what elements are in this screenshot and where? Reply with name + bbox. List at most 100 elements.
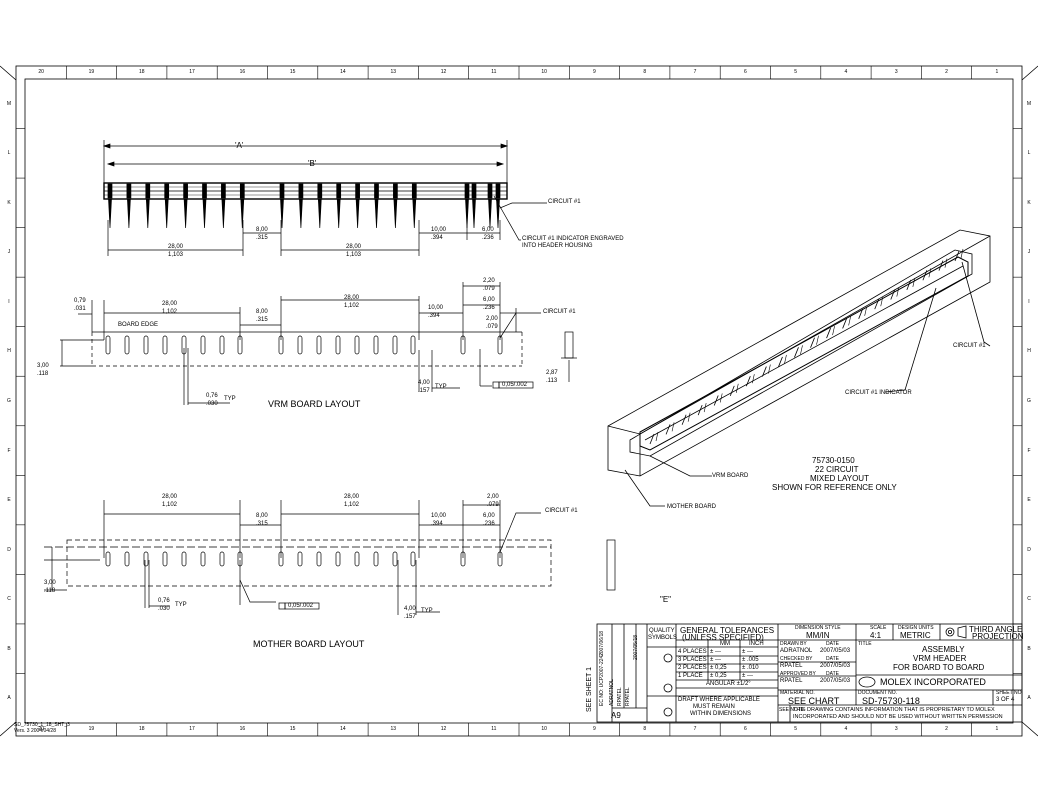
zone-label: 10	[541, 69, 547, 75]
iso-pin	[864, 306, 867, 316]
tb-proprietary1: THIS DRAWING CONTAINS INFORMATION THAT I…	[793, 707, 995, 713]
header-pin	[145, 183, 151, 199]
tb-places2: 2 PLACES	[678, 665, 707, 671]
header-pin	[374, 183, 379, 199]
mb-pitch2-in: 1,102	[344, 502, 360, 508]
top-space-mm: 10,00	[431, 227, 447, 233]
iso-pin	[938, 260, 944, 271]
zone-label: F	[7, 447, 11, 454]
mb-400-mm: 4,00	[404, 606, 416, 612]
tb-title-label: TITLE	[858, 641, 872, 647]
vrm-600-in: .236	[483, 305, 495, 311]
tb-general-tol: GENERAL TOLERANCES	[680, 626, 775, 635]
vrm-gap-in: .315	[256, 317, 268, 323]
vrm-400-in: .157	[418, 388, 430, 394]
zone-label: 1	[995, 69, 999, 75]
iso-pin	[713, 395, 719, 406]
header-pin-tail	[496, 198, 500, 229]
iso-vrm-board: VRM BOARD	[712, 473, 749, 479]
zone-label: 1	[995, 726, 999, 732]
zone-label: M	[6, 100, 12, 107]
tb-scale-label: SCALE	[870, 625, 887, 631]
zone-label: A	[1027, 695, 1031, 702]
tb-title1: ASSEMBLY	[922, 645, 965, 654]
zone-label: 8	[643, 726, 647, 732]
iso-pin	[928, 268, 932, 278]
zone-label: 19	[88, 726, 95, 732]
top-view-header	[102, 140, 547, 256]
vrm-slot	[335, 335, 341, 355]
zone-label: K	[7, 199, 11, 206]
header-pin	[126, 183, 132, 199]
header-pin	[495, 183, 501, 199]
vrm-300-mm: 3,00	[37, 363, 49, 369]
tb-sheet: 3 OF 4	[996, 697, 1015, 703]
tb-tol2-in: ± .010	[742, 665, 759, 671]
vrm-circuit1: CIRCUIT #1	[543, 309, 576, 315]
title-block	[596, 623, 1023, 723]
zone-label: D	[7, 546, 11, 553]
tb-sheet-label: SHEET NO.	[996, 690, 1023, 696]
mb-slot	[335, 551, 341, 567]
mb-pitch1-mm: 28,00	[162, 494, 178, 500]
mb-600-in: .236	[483, 521, 495, 527]
mb-slot	[143, 551, 149, 567]
iso-pin	[954, 250, 960, 262]
vrm-tolerance: 0,05/.002	[502, 382, 528, 388]
tb-drawn-date: 2007/05/03	[820, 648, 851, 654]
tb-approved-by: RPATEL	[780, 678, 803, 684]
mb-pitch1-in: 1,102	[162, 502, 178, 508]
vrm-typ-1: TYP	[224, 396, 236, 402]
vrm-slot	[162, 335, 168, 355]
tb-doc-label: DOCUMENT NO.	[858, 690, 898, 696]
iso-pin	[960, 248, 964, 259]
tb-title2: VRM HEADER	[913, 654, 967, 663]
iso-pin	[752, 374, 755, 384]
zone-label: 9	[593, 726, 596, 732]
header-pin-tail	[488, 198, 492, 229]
mb-typ-2: TYP	[421, 608, 433, 614]
tb-tol3-in: ± .005	[742, 657, 759, 663]
header-pin	[164, 183, 170, 199]
top-gap-in: .315	[256, 235, 268, 241]
vrm-600-mm: 6,00	[483, 297, 495, 303]
tb-company: MOLEX INCORPORATED	[880, 677, 986, 687]
mb-slot	[392, 551, 398, 567]
header-pin	[298, 183, 304, 199]
iso-part-number: 75730-0150	[812, 456, 855, 465]
header-pin	[183, 183, 188, 199]
zone-label: E	[1027, 497, 1031, 504]
tb-draft3: WITHIN DIMENSIONS	[690, 711, 751, 717]
vrm-220-mm: 2,20	[483, 278, 495, 284]
zone-label: H	[1027, 348, 1031, 355]
zone-label: 16	[239, 69, 246, 75]
vrm-slot	[354, 335, 360, 355]
top-circuit1: CIRCUIT #1	[548, 199, 581, 205]
iso-pin	[761, 366, 767, 377]
iso-pin	[842, 318, 848, 329]
header-pin	[221, 183, 226, 199]
iso-pin	[896, 287, 900, 297]
tb-checked-date-label: DATE	[826, 656, 839, 662]
top-pitch2-mm: 28,00	[346, 244, 362, 250]
tb-dim-style-label: DIMENSION STYLE	[795, 625, 841, 631]
iso-pin	[810, 337, 815, 348]
mb-slot	[162, 551, 168, 567]
vrm-300-in: .118	[37, 371, 49, 377]
zone-label: 17	[189, 69, 195, 75]
zone-label: 5	[794, 726, 798, 732]
header-pin	[471, 183, 477, 199]
zone-label: 15	[289, 69, 296, 75]
mb-gap-in: .315	[256, 521, 268, 527]
iso-pin	[697, 404, 703, 416]
vrm-slot	[124, 335, 130, 355]
vrm-pitch2-in: 1,102	[344, 303, 360, 309]
zone-label: 16	[239, 726, 246, 732]
mb-slot	[373, 551, 379, 567]
mb-200-in: .079	[487, 502, 499, 508]
tb-design-units-label: DESIGN UNITS	[898, 625, 934, 631]
iso-pin	[671, 422, 675, 432]
mb-600-mm: 6,00	[483, 513, 495, 519]
iso-pin	[729, 385, 735, 396]
header-pin	[317, 183, 323, 199]
